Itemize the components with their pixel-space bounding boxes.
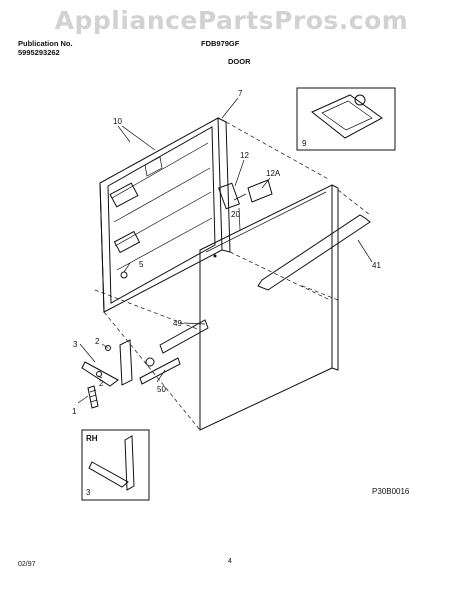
latch-assembly <box>218 179 273 210</box>
footer-date: 02/97 <box>18 561 36 568</box>
callout-12: 12 <box>240 151 249 160</box>
callout-9: 9 <box>302 139 307 148</box>
watermark: AppliancePartsPros.com <box>54 6 409 35</box>
door-gasket-end <box>145 357 155 367</box>
callout-10: 10 <box>113 117 122 126</box>
callout-3: 3 <box>73 340 78 349</box>
callout-49: 49 <box>173 319 182 328</box>
section-title: DOOR <box>228 57 251 66</box>
inset-callout-3: 3 <box>86 488 91 497</box>
alignment-lines <box>94 121 371 431</box>
drawing-code: P30B0016 <box>372 487 410 496</box>
callout-50: 50 <box>157 385 166 394</box>
inset-rh-label: RH <box>86 434 98 443</box>
publication-label: Publication No. <box>18 39 73 48</box>
rh-hinge-inset <box>81 429 150 501</box>
model-number: FDB979GF <box>201 39 240 48</box>
publication-number: 5995293262 <box>18 48 60 57</box>
door-strip-50 <box>139 357 181 385</box>
callout-5: 5 <box>139 260 144 269</box>
inner-door-panel <box>99 117 231 313</box>
callout-1: 1 <box>72 407 77 416</box>
door-handle <box>257 214 371 291</box>
callout-41: 41 <box>372 261 381 270</box>
dispenser-inset <box>296 87 396 151</box>
outer-door-panel <box>199 184 339 431</box>
callout-2-lower: 2 <box>99 379 104 388</box>
door-strip-49 <box>159 319 209 354</box>
hinge-assembly <box>81 271 133 409</box>
callout-12a: 12A <box>266 169 281 178</box>
callout-2-upper: 2 <box>95 337 100 346</box>
footer-page: 4 <box>228 558 232 565</box>
callout-20: 20 <box>231 210 240 219</box>
callout-7: 7 <box>238 89 243 98</box>
leader-lines <box>77 97 373 404</box>
